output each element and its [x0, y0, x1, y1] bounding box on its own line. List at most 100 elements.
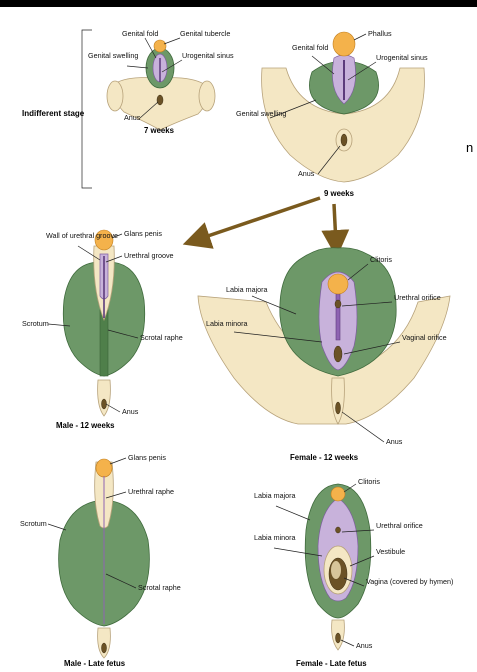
indifferent-stage-label: Indifferent stage	[22, 109, 85, 118]
fig-male-12-weeks	[62, 229, 146, 417]
side-fragment: n	[466, 140, 473, 155]
indifferent-stage-text: Indifferent stage	[22, 109, 85, 118]
leader-fl-clitoris	[343, 483, 357, 493]
label-fl-vestibule: Vestibule	[376, 547, 405, 556]
leader-fl-minora	[273, 547, 323, 557]
leader-m12-raphe	[107, 329, 139, 339]
label-fl-vagina: Vagina (covered by hymen)	[366, 577, 453, 586]
fig-male-late	[58, 458, 150, 659]
label-9w-anus: Anus	[298, 169, 315, 178]
label-7w-genital-fold: Genital fold	[122, 29, 158, 38]
glans-m12	[94, 229, 114, 251]
label-9w-phallus: Phallus	[368, 29, 392, 38]
label-ml-raphe-s: Scrotal raphe	[138, 583, 181, 592]
leader-9w-swelling	[269, 99, 317, 119]
label-fl-minora: Labia minora	[254, 533, 296, 542]
leader-m12-anus	[105, 403, 121, 413]
label-m12-groove: Urethral groove	[124, 251, 174, 260]
leader-f12-clitoris	[347, 263, 369, 281]
clitoris-fl	[330, 486, 346, 502]
genital-tubercle-7w	[153, 39, 167, 53]
label-9w-genital-swelling: Genital swelling	[236, 109, 286, 118]
label-7w-genital-tubercle: Genital tubercle	[180, 29, 230, 38]
leader-9w-anus	[317, 145, 341, 175]
leader-fl-majora	[275, 505, 311, 521]
caption-7w: 7 weeks	[144, 126, 175, 135]
label-m12-scrotum: Scrotum	[22, 319, 49, 328]
hymen-fl	[331, 561, 341, 579]
label-f12-majora: Labia majora	[226, 285, 268, 294]
fig-female-12-weeks	[197, 247, 451, 425]
anus-f12	[335, 401, 341, 415]
anus-ml	[101, 642, 107, 654]
arrow-to-male	[182, 196, 321, 249]
anus-fl	[335, 632, 341, 644]
caption-fl: Female - Late fetus	[296, 659, 367, 668]
leader-f12-anus	[341, 411, 385, 443]
urethral-orifice-fl	[335, 526, 341, 534]
label-9w-urogenital-sinus: Urogenital sinus	[376, 53, 428, 62]
label-9w-genital-fold: Genital fold	[292, 43, 328, 52]
indifferent-bracket	[81, 29, 92, 189]
caption-ml: Male - Late fetus	[64, 659, 126, 668]
leader-m12-glans	[111, 233, 123, 239]
phallus-9w	[332, 31, 356, 57]
leg-right-7w	[198, 80, 216, 112]
leader-f12-vaginal	[343, 341, 401, 355]
fig-7-weeks	[106, 39, 216, 131]
leader-7w-fold	[144, 37, 157, 59]
leader-m12-wall	[77, 245, 101, 261]
label-m12-raphe: Scrotal raphe	[140, 333, 183, 342]
label-ml-glans: Glans penis	[128, 453, 166, 462]
anus-7w	[156, 94, 164, 106]
leader-fl-vestibule	[349, 555, 375, 567]
caption-f12: Female - 12 weeks	[290, 453, 359, 462]
label-fl-clitoris: Clitoris	[358, 477, 380, 486]
leader-ml-scrotum	[47, 523, 67, 531]
label-m12-glans: Glans penis	[124, 229, 162, 238]
label-7w-anus: Anus	[124, 113, 141, 122]
caption-m12: Male - 12 weeks	[56, 421, 115, 430]
leader-ml-glans	[109, 457, 127, 465]
leader-fl-vagina	[343, 577, 365, 587]
caption-9w: 9 weeks	[324, 189, 355, 198]
label-f12-vaginal: Vaginal orifice	[402, 333, 447, 342]
perineum-f12	[331, 377, 345, 425]
leader-ml-raphe-u	[105, 491, 127, 499]
leader-f12-urethral	[341, 301, 393, 307]
perineum-m12	[97, 379, 111, 417]
label-7w-genital-swelling: Genital swelling	[88, 51, 138, 60]
label-f12-urethral: Urethral orifice	[394, 293, 441, 302]
leader-f12-minora	[233, 331, 323, 343]
label-m12-anus: Anus	[122, 407, 139, 416]
leader-m12-scrotum	[47, 323, 71, 327]
leg-left-7w	[106, 80, 124, 112]
label-f12-clitoris: Clitoris	[370, 255, 392, 264]
label-fl-anus: Anus	[356, 641, 373, 650]
leader-f12-majora	[251, 295, 297, 315]
label-ml-raphe-u: Urethral raphe	[128, 487, 174, 496]
urethral-orifice-f12	[334, 299, 342, 309]
leader-m12-groove	[105, 255, 123, 263]
vaginal-orifice-f12	[333, 345, 343, 363]
anus-9w	[340, 133, 348, 147]
top-border	[0, 0, 477, 7]
label-f12-anus: Anus	[386, 437, 403, 446]
arrow-to-female	[321, 203, 350, 258]
glans-ml	[95, 458, 113, 478]
label-m12-wall: Wall of urethral groove	[46, 231, 118, 240]
leader-9w-sinus	[347, 61, 377, 81]
leader-9w-fold	[311, 55, 335, 75]
leader-fl-urethral	[341, 529, 375, 533]
label-fl-urethral: Urethral orifice	[376, 521, 423, 530]
leader-ml-raphe-s	[105, 573, 137, 589]
label-fl-majora: Labia majora	[254, 491, 296, 500]
leader-7w-swelling	[126, 65, 149, 69]
leader-7w-anus	[139, 101, 159, 119]
leader-fl-anus	[340, 639, 355, 647]
fig-female-late	[304, 483, 372, 651]
leader-9w-phallus	[353, 33, 367, 41]
clitoris-f12	[327, 273, 349, 295]
